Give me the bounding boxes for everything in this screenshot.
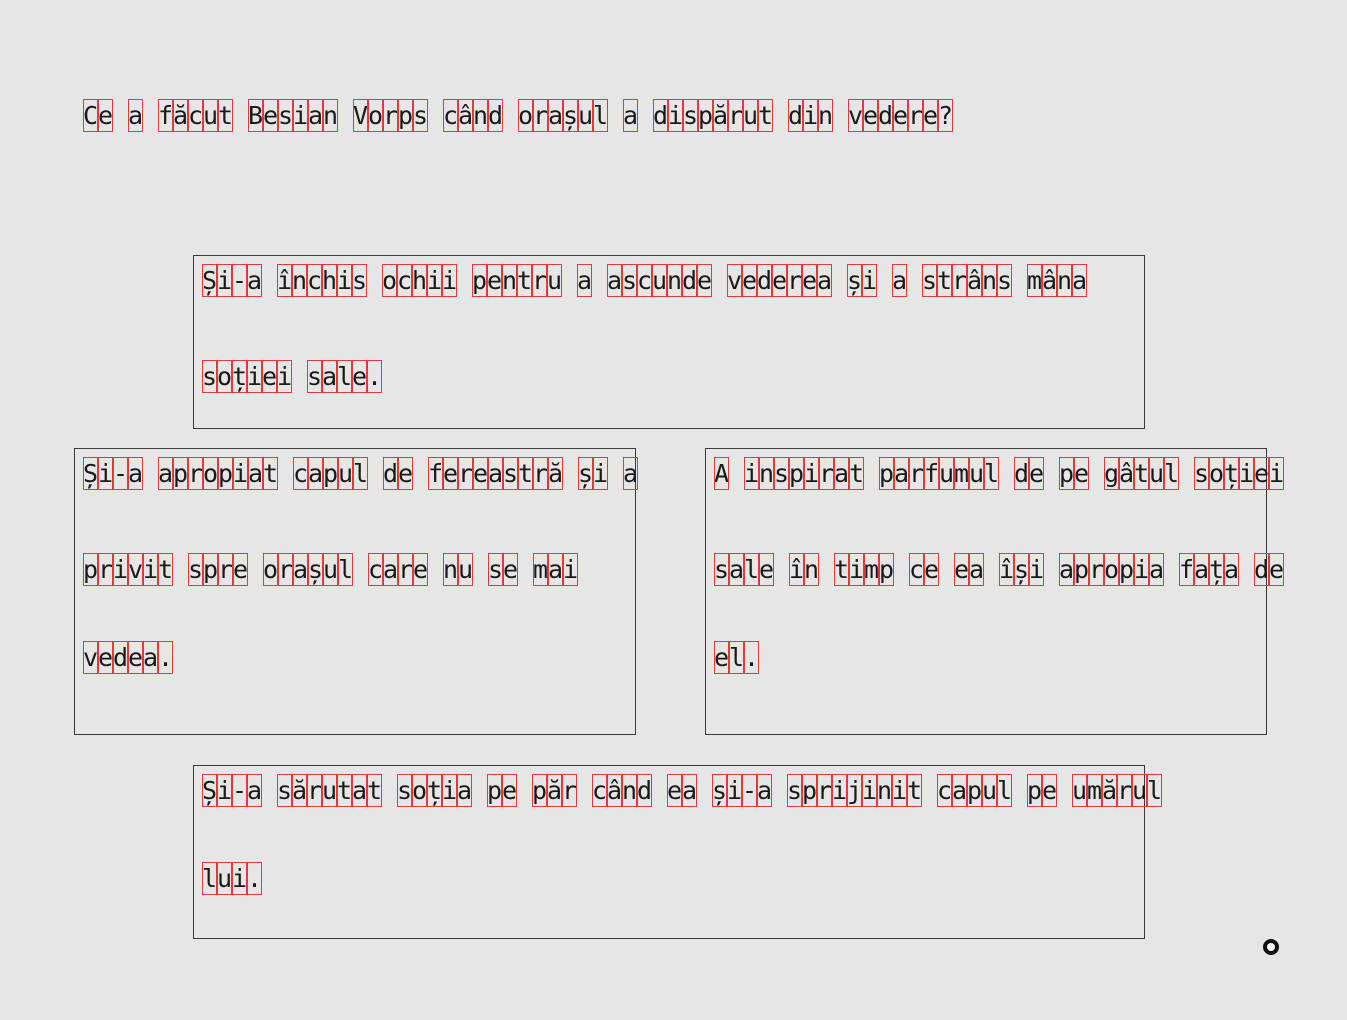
option-3-line-3: el.: [714, 641, 760, 674]
option-4-line-2: lui.: [202, 862, 263, 895]
cursor-ring-icon: [1263, 939, 1279, 955]
option-2-line-3: vedea.: [83, 641, 174, 674]
